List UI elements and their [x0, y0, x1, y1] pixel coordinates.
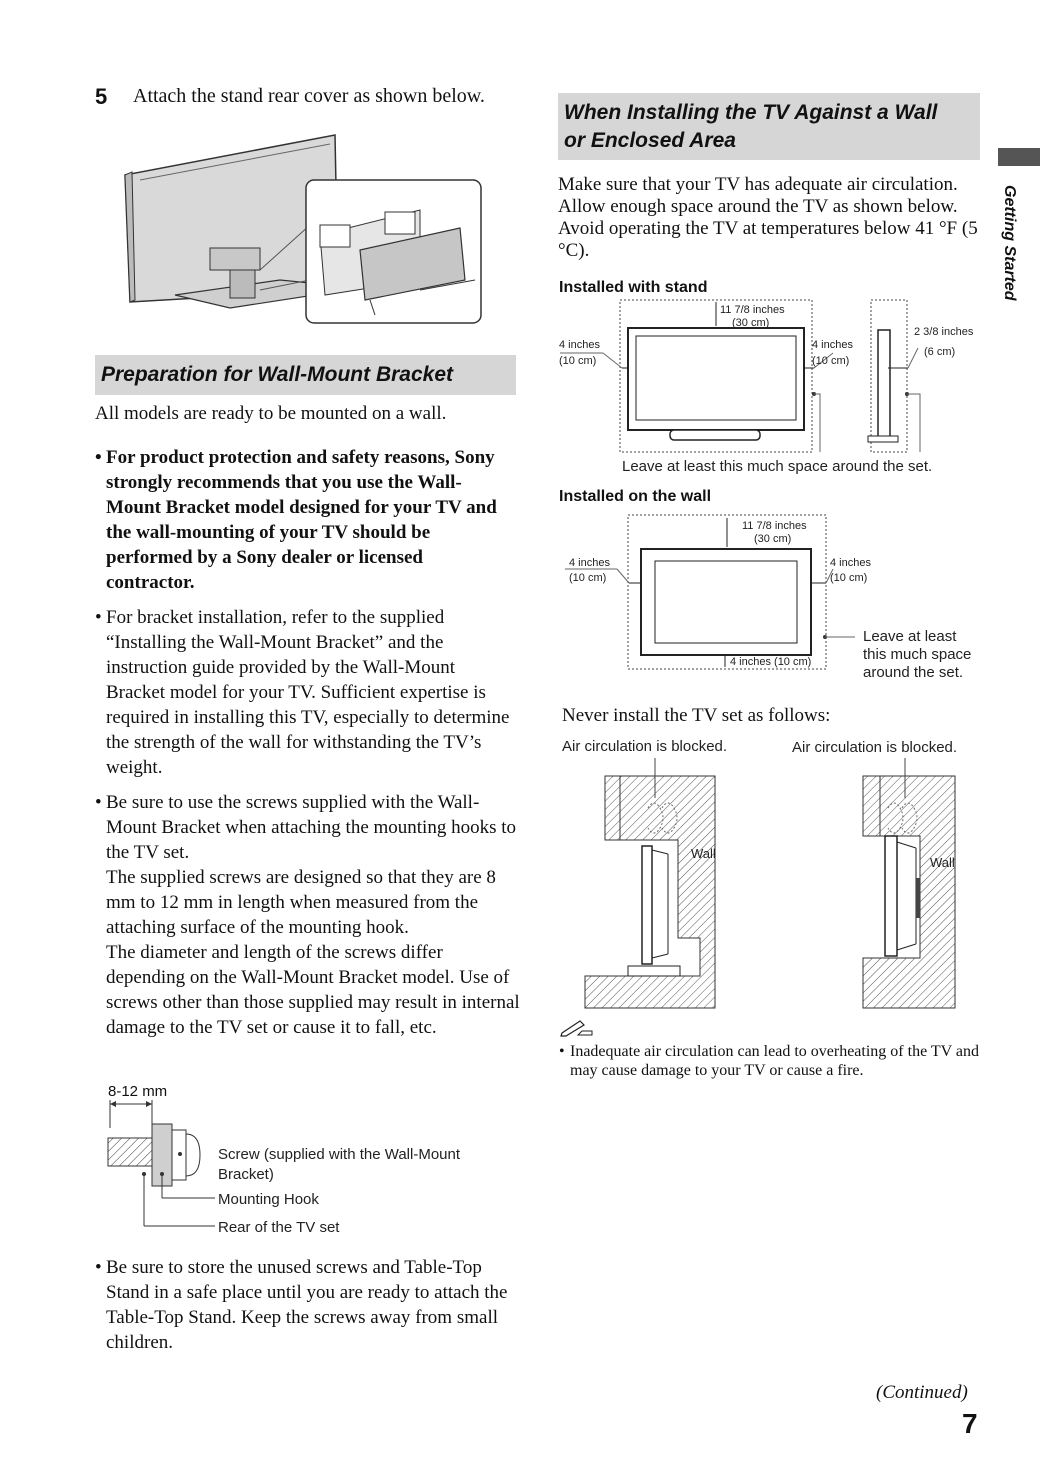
- wall-heading-line-2: or Enclosed Area: [564, 129, 736, 152]
- bullet-text: For product protection and safety reason…: [106, 447, 497, 593]
- screw-label-cont: Bracket): [218, 1166, 274, 1183]
- wall-heading: When Installing the TV Against a Wall or…: [558, 93, 980, 160]
- step-number: 5: [95, 84, 108, 109]
- blocked-diagrams: [584, 758, 956, 1009]
- stand-top-label-cm: (30 cm): [732, 317, 770, 329]
- bullet-text: For bracket installation, refer to the s…: [106, 607, 510, 778]
- stand-right-label-cm: (10 cm): [812, 355, 850, 367]
- list-item: • Be sure to use the screws supplied wit…: [95, 792, 520, 1038]
- wall-label-1: Wall: [691, 846, 716, 861]
- list-item: •For bracket installation, refer to the …: [95, 605, 515, 780]
- wall-label-2: Wall: [930, 855, 955, 870]
- section-tab-marker: [998, 148, 1040, 166]
- stand-side-label: 2 3/8 inches: [914, 326, 974, 338]
- prep-heading: Preparation for Wall-Mount Bracket: [95, 355, 516, 395]
- wall-top-label: 11 7/8 inches: [742, 520, 807, 532]
- stand-left-label: 4 inches: [559, 339, 600, 351]
- stand-clearance-diagram: [560, 299, 921, 453]
- bullet-text: Be sure to store the unused screws and T…: [106, 1257, 508, 1353]
- wall-caption: Leave at least: [863, 628, 957, 645]
- wall-caption: this much space: [863, 646, 972, 663]
- note-text: Inadequate air circulation can lead to o…: [570, 1043, 980, 1079]
- wall-right-label-cm: (10 cm): [830, 572, 868, 584]
- hook-label: Mounting Hook: [218, 1191, 319, 1208]
- continued-label: (Continued): [876, 1382, 968, 1403]
- rear-label: Rear of the TV set: [218, 1219, 340, 1236]
- stand-caption: Leave at least this much space around th…: [622, 458, 933, 475]
- list-item: •For product protection and safety reaso…: [95, 445, 515, 595]
- bullet-text: The diameter and length of the screws di…: [106, 942, 520, 1038]
- blocked-label-2: Air circulation is blocked.: [792, 739, 958, 756]
- wall-mount-heading: Installed on the wall: [559, 488, 712, 505]
- wall-bottom-label: 4 inches (10 cm): [730, 656, 812, 668]
- wall-left-label: 4 inches: [569, 557, 610, 569]
- screw-diagram: [107, 1100, 215, 1227]
- stand-side-label-cm: (6 cm): [924, 346, 956, 358]
- wall-heading-line-1: When Installing the TV Against a Wall: [564, 101, 938, 124]
- note-item: • Inadequate air circulation can lead to…: [559, 1043, 980, 1079]
- page-number: 7: [962, 1408, 978, 1439]
- stand-right-label: 4 inches: [812, 339, 853, 351]
- list-item: •Be sure to store the unused screws and …: [95, 1255, 517, 1355]
- section-tab-label: Getting Started: [1001, 185, 1018, 301]
- blocked-label-1: Air circulation is blocked.: [562, 738, 728, 755]
- wall-caption: around the set.: [863, 664, 964, 681]
- stand-top-label: 11 7/8 inches: [720, 304, 785, 316]
- note-pencil-icon: [560, 1020, 593, 1037]
- bullet-text: Be sure to use the screws supplied with …: [106, 792, 517, 863]
- stand-cover-illustration: [124, 134, 482, 324]
- screw-dimension-label: 8-12 mm: [108, 1083, 168, 1100]
- wall-top-label-cm: (30 cm): [754, 533, 792, 545]
- wall-intro: Make sure that your TV has adequate air …: [558, 174, 978, 261]
- wall-right-label: 4 inches: [830, 557, 871, 569]
- never-install-text: Never install the TV set as follows:: [562, 705, 831, 726]
- prep-intro: All models are ready to be mounted on a …: [95, 403, 447, 424]
- bullet-text: The supplied screws are designed so that…: [106, 867, 496, 938]
- step-text: Attach the stand rear cover as shown bel…: [133, 85, 485, 107]
- wall-clearance-diagram: [565, 514, 855, 670]
- stand-heading: Installed with stand: [559, 279, 708, 296]
- screw-label: Screw (supplied with the Wall-Mount: [218, 1146, 461, 1163]
- wall-left-label-cm: (10 cm): [569, 572, 607, 584]
- stand-left-label-cm: (10 cm): [559, 355, 597, 367]
